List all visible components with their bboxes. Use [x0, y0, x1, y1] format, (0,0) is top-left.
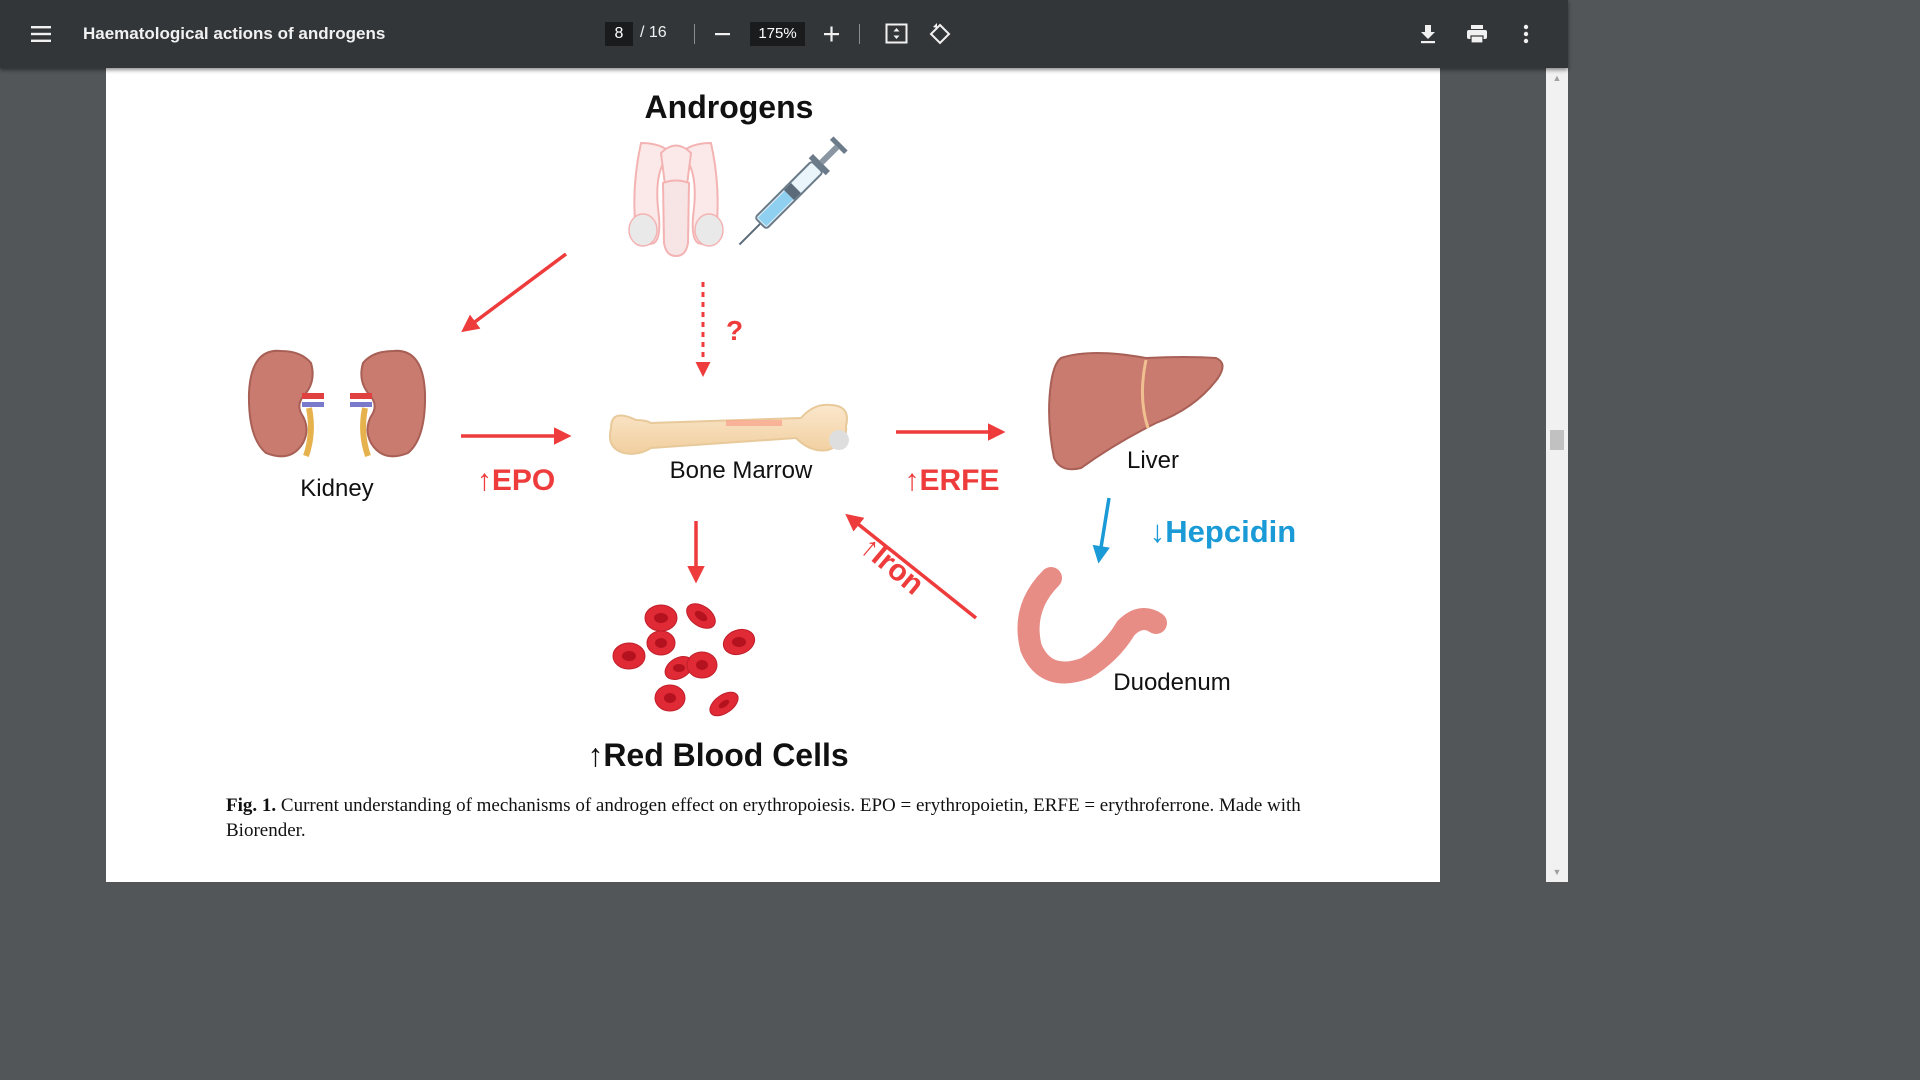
zoom-in-icon[interactable] — [822, 25, 842, 45]
erfe-label: ↑ERFE — [904, 464, 999, 497]
bone-marrow-label: Bone Marrow — [670, 457, 813, 484]
vertical-scrollbar[interactable]: ▲ ▼ — [1546, 68, 1568, 882]
kidney-icon — [247, 349, 427, 458]
menu-icon[interactable] — [30, 24, 52, 44]
epo-label: ↑EPO — [477, 464, 555, 497]
duodenum-label: Duodenum — [1113, 669, 1230, 696]
arrow-androgens-kidney — [461, 252, 568, 333]
print-icon[interactable] — [1466, 24, 1488, 44]
iron-label: ↑Iron — [854, 530, 930, 601]
pdf-toolbar: Haematological actions of androgens 8 / … — [0, 0, 1568, 68]
zoom-level-input[interactable]: 175% — [750, 22, 805, 46]
syringe-icon — [738, 136, 848, 246]
figure-caption-text: Current understanding of mechanisms of a… — [226, 795, 1301, 841]
liver-label: Liver — [1127, 447, 1179, 474]
download-icon[interactable] — [1418, 23, 1438, 45]
pdf-page: Androgens ? — [106, 68, 1440, 882]
androgens-label: Androgens — [645, 89, 814, 125]
figure-caption-label: Fig. 1. — [226, 795, 277, 816]
liver-icon — [1048, 352, 1224, 471]
scrollbar-thumb[interactable] — [1550, 430, 1564, 450]
scroll-up-arrow-icon[interactable]: ▲ — [1552, 73, 1562, 83]
hepcidin-label: ↓Hepcidin — [1150, 514, 1296, 549]
arrow-liver-duodenum — [1092, 497, 1111, 564]
toolbar-divider — [859, 24, 860, 44]
page-number-input[interactable]: 8 — [605, 22, 633, 46]
scroll-down-arrow-icon[interactable]: ▼ — [1552, 867, 1562, 877]
rotate-icon[interactable] — [928, 22, 952, 46]
testes-icon — [628, 141, 724, 258]
figure-caption: Fig. 1. Current understanding of mechani… — [226, 793, 1336, 843]
more-vert-icon[interactable] — [1518, 24, 1534, 44]
fit-page-icon[interactable] — [885, 23, 909, 45]
document-title: Haematological actions of androgens — [83, 24, 386, 43]
arrow-duodenum-bone — [845, 513, 978, 620]
bone-icon — [608, 403, 849, 455]
kidney-label: Kidney — [300, 475, 373, 502]
toolbar-divider — [694, 24, 695, 44]
rbc-label: ↑Red Blood Cells — [587, 737, 848, 773]
page-total: / 16 — [640, 24, 667, 41]
duodenum-icon — [1017, 567, 1167, 684]
question-mark: ? — [726, 315, 743, 346]
red-blood-cells-icon — [612, 603, 756, 717]
erythropoiesis-diagram: Androgens ? — [247, 89, 1296, 773]
zoom-out-icon[interactable] — [713, 26, 733, 42]
